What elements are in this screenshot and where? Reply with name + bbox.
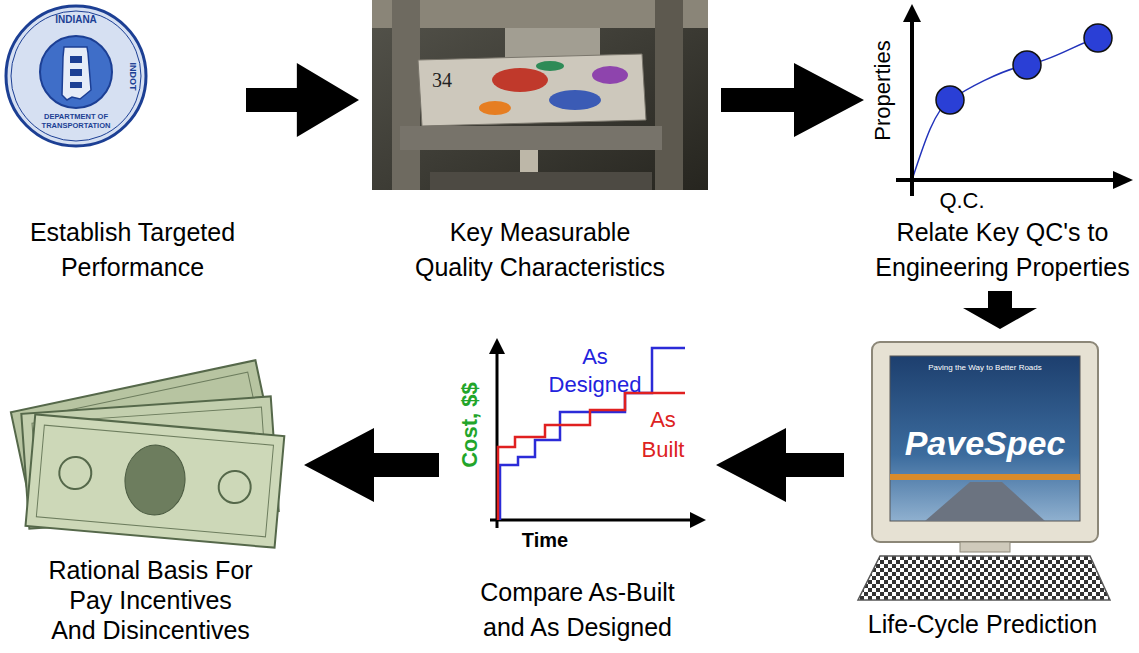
axis-head [1113,171,1133,189]
banknote [26,414,285,547]
screen-road [925,482,1045,521]
logo-disk [40,36,112,108]
step-caption: Rational Basis For Pay Incentives And Di… [46,555,256,645]
logo-text: DEPARTMENT OF TRANSPORTATION [34,112,118,130]
y-axis [910,20,914,196]
support-rod [520,150,538,172]
monitor-screen [890,356,1080,521]
step-caption: Compare As-Built and As Designed [465,575,690,645]
flow-arrow [716,428,844,502]
axis-title: Properties [870,35,895,145]
flow-arrow [246,63,359,137]
axis-title: Time [510,529,580,552]
machine-column [655,0,683,190]
monitor-case [872,342,1098,542]
step-caption: Life-Cycle Prediction [850,607,1115,642]
logo-icon [70,82,82,88]
paint-mark [549,90,601,110]
screen-tagline: Paving the Way to Better Roads [895,363,1075,373]
support-beam [400,126,662,150]
data-point [1013,51,1041,79]
x-axis [896,178,1115,182]
flow-arrow [304,428,439,502]
logo-icon [70,56,82,63]
step-caption: Key Measurable Quality Characteristics [410,215,670,285]
series-label: As Designed [540,343,650,399]
paint-mark [479,101,511,115]
step-caption: Establish Targeted Performance [25,215,240,285]
software-title: PaveSpec [895,424,1075,462]
state-outline [62,47,91,100]
paint-mark [536,61,564,71]
trend-curve [912,38,1098,180]
axis-title: Q.C. [932,189,992,213]
monitor-stand [960,542,1010,552]
paint-mark [492,68,548,92]
data-point [936,86,964,114]
axis-title: Cost, $$ [458,370,482,480]
specimen-number: 34 [427,69,457,91]
logo-text: INDIANA [41,14,111,26]
step-caption: Relate Key QC's to Engineering Propertie… [873,215,1133,285]
machine-column [392,0,420,190]
logo-ring-line [11,11,141,141]
screen-band [890,474,1080,480]
series-label: As Built [628,405,698,465]
flow-arrow [963,291,1037,329]
keyboard [858,556,1110,600]
axis-head [489,338,505,354]
logo-icon [70,69,82,76]
axis-head [690,512,706,528]
step-panel: Relate Key QC's to Engineering Propertie… [870,0,1135,285]
logo-ring [6,6,146,146]
logo-text: INDOT [127,56,138,96]
flow-arrow [721,63,864,137]
step-panel: Establish Targeted Performance [25,5,240,285]
lower-platen [430,172,652,190]
step-panel: Rational Basis For Pay Incentives And Di… [3,340,298,645]
step-panel: Key Measurable Quality Characteristics [365,0,715,285]
step-panel: Life-Cycle Prediction [850,335,1115,642]
data-point [1084,24,1112,52]
test-specimen [418,54,646,126]
photo-ground [372,0,708,190]
x-axis [490,519,690,522]
axis-head [903,4,921,22]
paint-mark [592,66,628,84]
